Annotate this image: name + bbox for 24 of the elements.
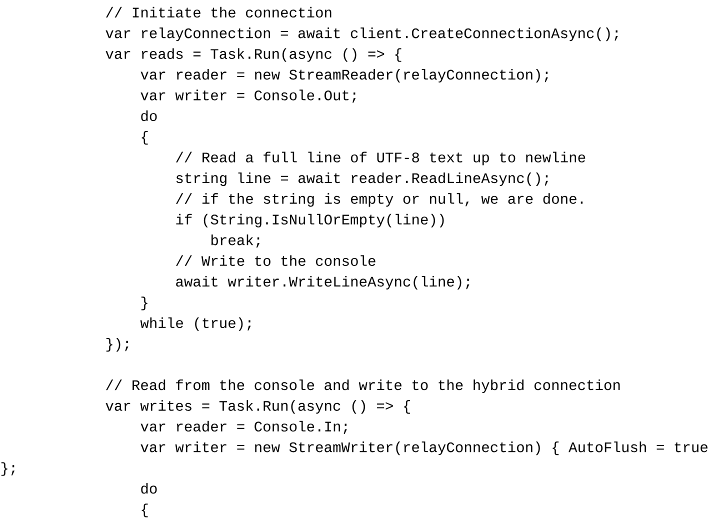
- code-line: while (true);: [140, 317, 251, 331]
- code-line: do: [141, 482, 157, 494]
- code-line: var writes = Task.Run(async () => {: [106, 400, 410, 414]
- code-line: var reader = new StreamReader(relayConnection);: [140, 68, 548, 82]
- code-line: // Read from the console and write to the hybrid connection: [106, 379, 620, 393]
- code-line: var writer = new StreamWriter(relayConnection) { AutoFlush = true: [140, 442, 708, 456]
- code-line: var writer = Console.Out;: [140, 90, 356, 103]
- code-line: break;: [211, 234, 260, 248]
- code-line: // if the string is empty or null, we are done.: [176, 193, 583, 207]
- code-line: var reads = Task.Run(async () => {: [106, 48, 402, 62]
- code-line: if (String.IsNullOrEmpty(line)): [176, 214, 444, 228]
- code-line: var relayConnection = await client.CreateConnectionAsync();: [106, 28, 618, 42]
- code-line: };: [1, 462, 15, 476]
- code-line: var reader = Console.In;: [140, 420, 347, 434]
- code-line: // Initiate the connection: [106, 6, 332, 18]
- code-line: await writer.WriteLineAsync(line);: [176, 276, 470, 290]
- code-line: // Write to the console: [176, 255, 376, 266]
- code-line: {: [142, 504, 148, 518]
- code-line: {: [142, 131, 148, 145]
- code-line: do: [141, 110, 157, 122]
- code-line: // Read a full line of UTF-8 text up to newline: [176, 152, 586, 166]
- code-line: string line = await reader.ReadLineAsync();: [176, 172, 548, 186]
- code-line: }: [141, 296, 148, 310]
- code-line: });: [106, 338, 128, 352]
